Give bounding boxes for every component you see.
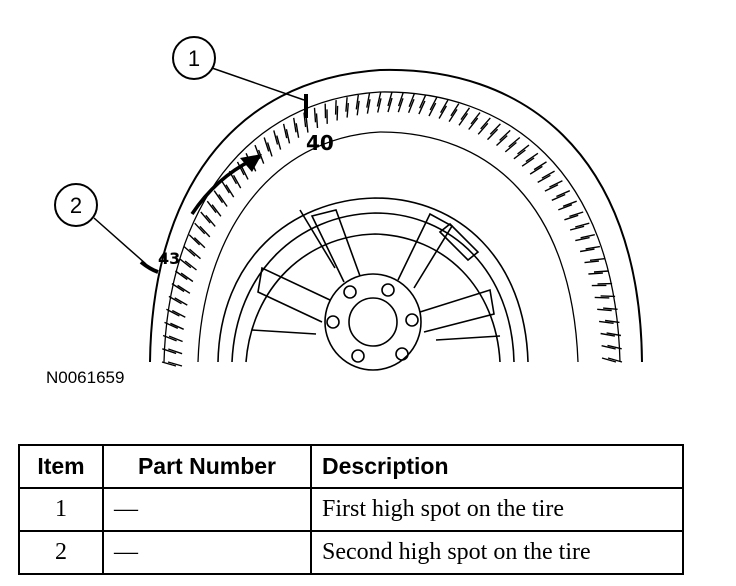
table-row: 2 — Second high spot on the tire <box>18 530 684 575</box>
tire-mark-40: 40 <box>306 131 334 155</box>
header-description: Description <box>310 444 684 489</box>
table-header-row: Item Part Number Description <box>18 444 684 489</box>
high-spot-mark-2 <box>139 260 159 274</box>
rotation-direction-arrow <box>190 158 253 215</box>
row-item: 1 <box>18 487 104 532</box>
row-part-number: — <box>102 530 312 575</box>
callout-2-circle <box>54 183 98 227</box>
parts-table: Item Part Number Description 1 — First h… <box>18 444 684 575</box>
tire-diagram: 40 43 1 2 <box>54 36 643 371</box>
callout-2-number: 2 <box>70 193 82 218</box>
wheel <box>217 197 529 371</box>
row-description: Second high spot on the tire <box>310 530 684 575</box>
table-row: 1 — First high spot on the tire <box>18 487 684 532</box>
tire-outer-edge <box>149 68 643 363</box>
callout-2-leader <box>93 217 147 265</box>
callout-1-circle <box>172 36 216 80</box>
header-item: Item <box>18 444 104 489</box>
tire-tread-line <box>163 91 621 363</box>
row-part-number: — <box>102 487 312 532</box>
callout-1-number: 1 <box>188 46 200 71</box>
tire-mark-43: 43 <box>158 249 180 268</box>
callout-1-leader <box>211 67 305 101</box>
row-description: First high spot on the tire <box>310 487 684 532</box>
rotation-arrowhead <box>240 154 262 172</box>
tire-tread-pattern <box>161 91 623 367</box>
tire-inner-edge <box>197 131 579 363</box>
row-item: 2 <box>18 530 104 575</box>
figure-id: N0061659 <box>46 368 125 387</box>
header-part-number: Part Number <box>102 444 312 489</box>
